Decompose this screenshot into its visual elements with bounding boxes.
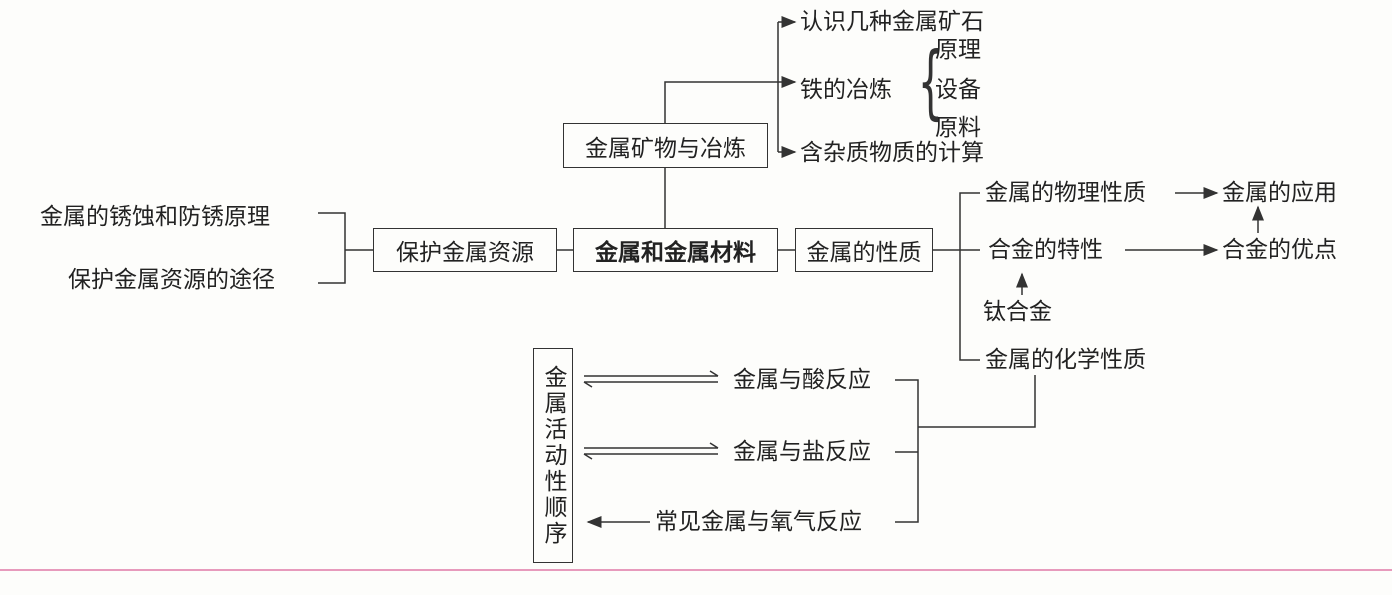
reaction-acid: 金属与酸反应 [733,367,871,393]
brace-icon: { [917,35,944,128]
ores-smelting-box: 金属矿物与冶炼 [563,123,768,168]
properties-box: 金属的性质 [795,228,933,272]
iron-sub-principle: 原理 [935,37,981,63]
reaction-oxygen: 常见金属与氧气反应 [655,509,862,535]
activity-series-box: 金属活动性顺序 [533,348,573,563]
alloy-advantages: 合金的优点 [1222,237,1337,263]
iron-sub-materials: 原料 [935,115,981,141]
center-topic-box: 金属和金属材料 [573,228,778,272]
alloy-features: 合金的特性 [988,237,1103,263]
chemical-properties: 金属的化学性质 [985,347,1146,373]
protect-item-corrosion: 金属的锈蚀和防锈原理 [40,204,270,230]
ore-item-impurity-calc: 含杂质物质的计算 [800,140,984,166]
ore-item-iron-smelting: 铁的冶炼 [800,77,892,103]
reaction-salt: 金属与盐反应 [733,439,871,465]
iron-sub-equipment: 设备 [935,77,981,103]
protect-resources-box: 保护金属资源 [373,228,557,272]
titanium-alloy: 钛合金 [983,299,1052,325]
protect-item-ways: 保护金属资源的途径 [68,267,275,293]
ore-item-recognize: 认识几种金属矿石 [800,9,984,35]
metal-applications: 金属的应用 [1222,180,1337,206]
physical-properties: 金属的物理性质 [985,180,1146,206]
